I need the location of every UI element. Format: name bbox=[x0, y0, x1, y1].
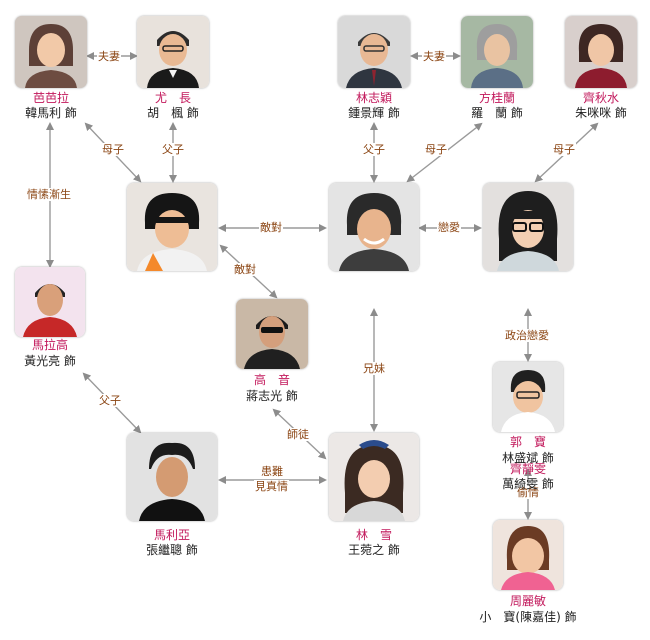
label-muzi-2: 母子 bbox=[424, 143, 448, 156]
actor-name: 萬綺雯 飾 bbox=[502, 477, 554, 491]
person-youtian[interactable]: 尤 田 王祖藍 飾 bbox=[127, 183, 217, 491]
character-name: 周麗敏 bbox=[509, 594, 546, 608]
character-name: 林志穎 bbox=[355, 91, 392, 105]
label-didui-2: 敵對 bbox=[233, 263, 257, 276]
actor-name: 蔣志光 飾 bbox=[246, 389, 298, 403]
actor-name: 羅 蘭 飾 bbox=[471, 106, 523, 120]
actor-name: 黃光亮 飾 bbox=[24, 354, 76, 368]
label-xiongmei: 兄妹 bbox=[362, 362, 386, 375]
actor-name: 朱咪咪 飾 bbox=[575, 106, 627, 120]
label-zhengzhi: 政治戀愛 bbox=[504, 329, 550, 342]
character-name: 方桂蘭 bbox=[478, 91, 515, 105]
portrait-photo bbox=[461, 16, 533, 88]
portrait-photo bbox=[127, 433, 217, 521]
person-gaoyin[interactable]: 高 音 蔣志光 飾 bbox=[236, 299, 308, 403]
portrait-photo bbox=[338, 16, 410, 88]
actor-name: 林盛斌 飾 bbox=[502, 451, 554, 465]
portrait-photo bbox=[493, 520, 563, 590]
label-fuzi-2: 父子 bbox=[362, 143, 386, 156]
person-qijingwen[interactable]: 齊靜雯 萬綺雯 飾 bbox=[483, 183, 573, 491]
label-fuqi-2: 夫妻 bbox=[422, 50, 446, 63]
label-didui-1: 敵對 bbox=[259, 221, 283, 234]
portrait-photo bbox=[329, 183, 419, 271]
character-name: 林 雪 bbox=[355, 528, 392, 542]
actor-name: 韓馬利 飾 bbox=[25, 106, 77, 120]
label-huannan-1: 患難 bbox=[260, 465, 284, 478]
person-youzhang[interactable]: 尤 長 胡 楓 飾 bbox=[137, 16, 209, 120]
person-bala[interactable]: 芭芭拉 韓馬利 飾 bbox=[15, 16, 87, 120]
label-fuqi-1: 夫妻 bbox=[97, 50, 121, 63]
label-muzi-1: 母子 bbox=[101, 143, 125, 156]
portrait-photo bbox=[137, 16, 209, 88]
portrait-photo bbox=[493, 362, 563, 432]
actor-name: 鍾景輝 飾 bbox=[348, 106, 400, 120]
person-maliya[interactable]: 馬利亞 張繼聰 飾 bbox=[127, 433, 217, 557]
person-linzhiying[interactable]: 林志穎 鍾景輝 飾 bbox=[338, 16, 410, 120]
label-lianai: 戀愛 bbox=[437, 221, 461, 234]
portrait-photo bbox=[236, 299, 308, 369]
person-fangguilan[interactable]: 方桂蘭 羅 蘭 飾 bbox=[461, 16, 533, 120]
character-name: 芭芭拉 bbox=[32, 91, 69, 105]
character-name: 齊靜雯 bbox=[509, 462, 546, 476]
label-shitu: 師徒 bbox=[286, 428, 310, 441]
person-malagao[interactable]: 馬拉高 黃光亮 飾 bbox=[15, 267, 85, 368]
character-name: 馬拉高 bbox=[31, 338, 68, 352]
actor-name: 小 寶(陳嘉佳) 飾 bbox=[479, 610, 577, 624]
person-qiqiushui[interactable]: 齊秋水 朱咪咪 飾 bbox=[565, 16, 637, 120]
portrait-photo bbox=[483, 183, 573, 271]
person-linxue[interactable]: 林 雪 王菀之 飾 bbox=[329, 433, 419, 557]
character-name: 尤 長 bbox=[154, 91, 191, 105]
portrait-photo bbox=[15, 16, 87, 88]
portrait-photo bbox=[565, 16, 637, 88]
label-qingsu: 情愫漸生 bbox=[26, 188, 72, 201]
portrait-photo bbox=[127, 183, 217, 271]
actor-name: 胡 楓 飾 bbox=[147, 106, 199, 120]
character-name: 齊秋水 bbox=[582, 91, 619, 105]
character-name: 高 音 bbox=[253, 373, 290, 387]
portrait-photo bbox=[15, 267, 85, 337]
portrait-photo bbox=[329, 433, 419, 521]
label-fuzi-1: 父子 bbox=[161, 143, 185, 156]
person-zhoulimin[interactable]: 周麗敏 小 寶(陳嘉佳) 飾 bbox=[479, 520, 577, 624]
person-guobao[interactable]: 郭 寶 林盛斌 飾 bbox=[493, 362, 563, 465]
actor-name: 張繼聰 飾 bbox=[146, 543, 198, 557]
label-huannan-2: 見真情 bbox=[254, 480, 289, 493]
label-touqing: 偷情 bbox=[516, 486, 540, 499]
person-linzaiye[interactable]: 林在野 郭晉安 飾 bbox=[329, 183, 419, 491]
label-fuzi-3: 父子 bbox=[98, 394, 122, 407]
character-name: 郭 寶 bbox=[509, 435, 546, 449]
actor-name: 王菀之 飾 bbox=[348, 543, 400, 557]
label-muzi-3: 母子 bbox=[552, 143, 576, 156]
character-name: 馬利亞 bbox=[153, 528, 190, 542]
